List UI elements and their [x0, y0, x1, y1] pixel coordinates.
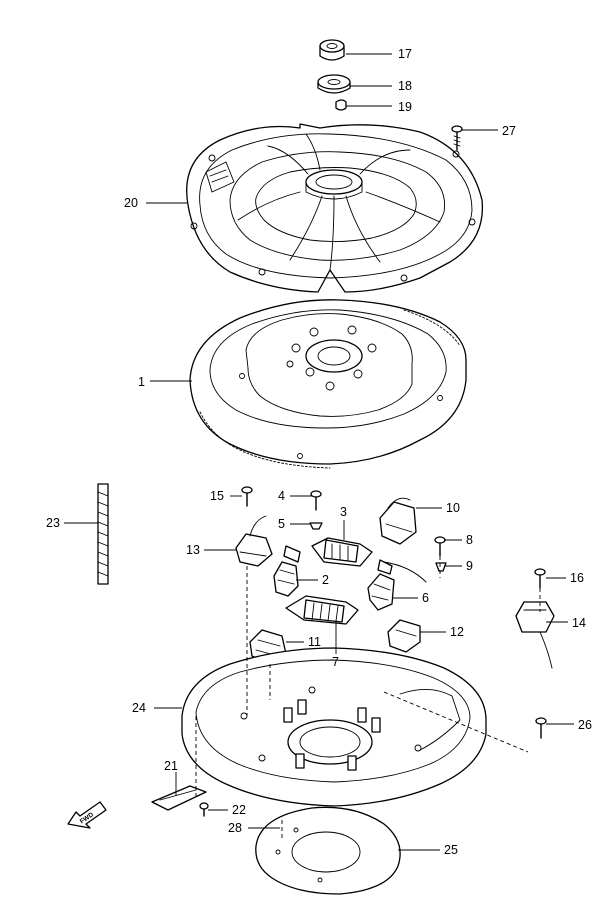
- label-part-2: 2: [322, 573, 329, 587]
- label-part-26: 26: [578, 718, 592, 732]
- label-part-12: 12: [450, 625, 464, 639]
- part-19-key: [335, 99, 347, 111]
- label-part-7: 7: [332, 655, 339, 669]
- part-20-flywheel-cover: [186, 123, 484, 293]
- label-part-5: 5: [278, 517, 285, 531]
- part-14-sensor: [515, 601, 555, 669]
- part-21-bracket: [151, 785, 207, 811]
- part-number-labels: 17 18 19 27 20 1 23 15 4 5 3 10 8 9 13 2…: [46, 47, 592, 857]
- label-part-19: 19: [398, 100, 412, 114]
- part-22-screw: [199, 802, 209, 817]
- label-part-15: 15: [210, 489, 224, 503]
- part-25-plate: [255, 806, 401, 895]
- label-part-17: 17: [398, 47, 412, 61]
- label-part-13: 13: [186, 543, 200, 557]
- part-9-nut: [435, 562, 447, 572]
- part-7-coil: [285, 595, 359, 625]
- part-10-pulser-coil: [379, 497, 417, 545]
- label-part-20: 20: [124, 196, 138, 210]
- label-part-10: 10: [446, 501, 460, 515]
- label-part-23: 23: [46, 516, 60, 530]
- label-part-11: 11: [308, 635, 321, 649]
- label-part-8: 8: [466, 533, 473, 547]
- part-5-washer: [309, 522, 323, 530]
- part-24-stator-base: [181, 647, 487, 807]
- label-part-6: 6: [422, 591, 429, 605]
- part-17-nut: [319, 39, 345, 61]
- part-15-screw: [241, 486, 253, 507]
- label-part-24: 24: [132, 701, 146, 715]
- part-2-coil: [273, 545, 301, 597]
- label-part-1: 1: [138, 375, 145, 389]
- part-16-screw: [534, 568, 546, 589]
- part-12-coil: [387, 619, 421, 653]
- label-part-25: 25: [444, 843, 458, 857]
- part-27-screw: [451, 125, 463, 151]
- label-part-9: 9: [466, 559, 473, 573]
- part-26-screw: [535, 717, 547, 739]
- leader-lines: [64, 53, 574, 851]
- label-part-18: 18: [398, 79, 412, 93]
- label-part-21: 21: [164, 759, 178, 773]
- part-13-pulser-coil: [235, 515, 273, 567]
- label-part-16: 16: [570, 571, 584, 585]
- label-part-27: 27: [502, 124, 516, 138]
- part-8-screw: [434, 536, 446, 557]
- part-1-flywheel: [189, 299, 467, 469]
- label-part-28: 28: [228, 821, 242, 835]
- part-4-screw: [310, 490, 322, 511]
- assembly-lines: [195, 556, 541, 838]
- label-part-4: 4: [278, 489, 285, 503]
- label-part-3: 3: [340, 505, 347, 519]
- label-part-22: 22: [232, 803, 246, 817]
- fwd-arrow-icon: FWD: [67, 801, 107, 829]
- part-3-coil: [311, 537, 373, 567]
- part-18-washer: [317, 74, 351, 94]
- label-part-14: 14: [572, 616, 586, 630]
- part-6-coil: [367, 559, 427, 611]
- part-23-tube: [97, 483, 109, 585]
